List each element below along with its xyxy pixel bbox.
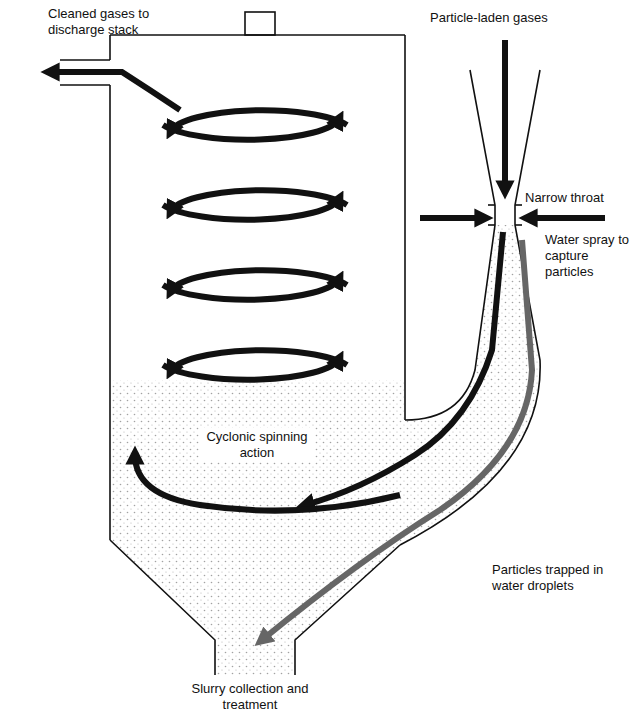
diagram-label: Slurry collection and treatment — [190, 681, 310, 713]
cyclone-spirals — [163, 110, 347, 379]
spiral-arc — [171, 270, 347, 291]
diagram-label: Narrow throat — [525, 190, 604, 206]
diagram-label: Cleaned gases to discharge stack — [48, 6, 173, 38]
diagram-label: Particles trapped in water droplets — [492, 562, 626, 594]
diagram-label: Cyclonic spinning action — [199, 428, 315, 462]
spiral-arc — [171, 110, 347, 131]
spiral-arc — [171, 350, 347, 371]
stipple — [111, 225, 540, 675]
cyclone-housing — [60, 12, 540, 675]
diagram-label: Water spray to capture particles — [545, 232, 630, 280]
diagram-label: Particle-laden gases — [430, 10, 548, 26]
spiral-arc — [171, 190, 347, 211]
